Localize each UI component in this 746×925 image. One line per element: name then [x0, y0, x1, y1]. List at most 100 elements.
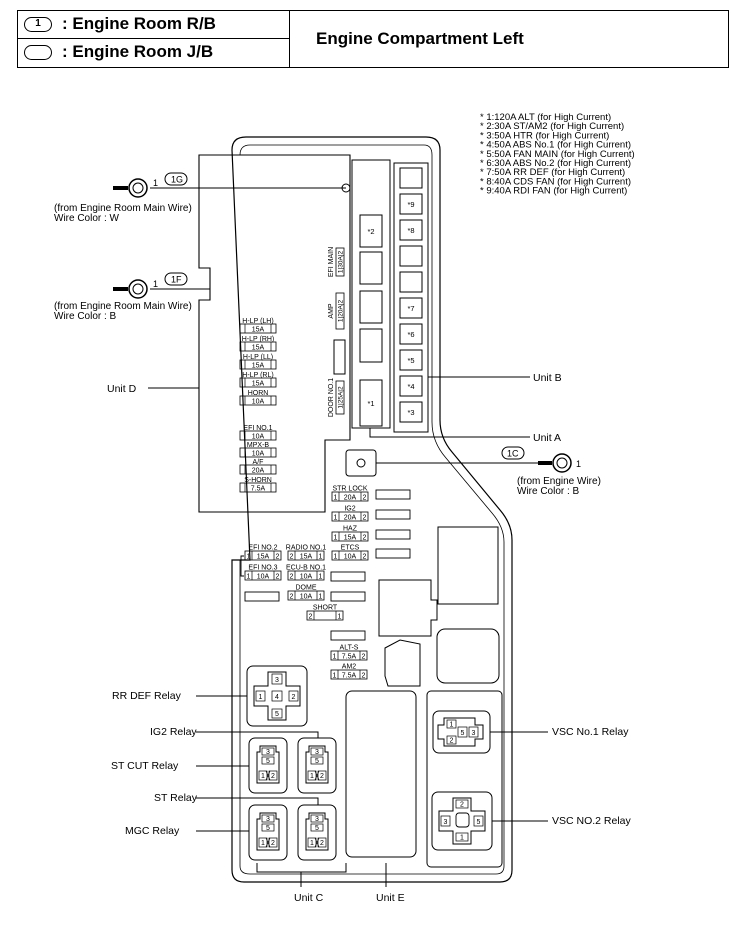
relay-pin: 2	[450, 738, 454, 745]
note-line: * 9:40A RDI FAN (for High Current)	[480, 186, 627, 197]
legend-relay-block-label: : Engine Room R/B	[62, 14, 216, 33]
mini-fuse-pin: 2	[362, 673, 366, 680]
connector-1c[interactable]	[345, 446, 572, 477]
mini-fuse-amp: 15A	[257, 554, 270, 561]
relay-pin: 5	[477, 819, 481, 826]
connector-1c-from: (from Engine Wire)	[517, 476, 601, 487]
unit-d-label: Unit D	[107, 383, 137, 395]
unit-d-fuse-amp: 10A	[252, 399, 265, 406]
note-line: * 6:30A ABS No.2 (for High Current)	[480, 158, 631, 169]
mini-fuse-pin: 2	[363, 554, 367, 561]
mini-fuse-pin: 1	[338, 614, 342, 621]
mini-fuse-amp: 10A	[300, 594, 313, 601]
connector-1g-wire: Wire Color : W	[54, 213, 120, 224]
relay-pin: 1	[460, 835, 464, 842]
vsc-no2-relay[interactable]: 2 3 5 1	[431, 791, 493, 851]
relay-pin: 4	[275, 694, 279, 701]
unit-e-label: Unit E	[376, 892, 405, 904]
relay-pin: 3	[315, 816, 319, 823]
fusible-link-label: *4	[407, 382, 414, 391]
relay-pin: 3	[472, 730, 476, 737]
note-line: * 7:50A RR DEF (for High Current)	[480, 167, 625, 178]
fusible-link-label: *8	[407, 226, 414, 235]
relay-socket-small	[384, 639, 421, 687]
relay-label-st: ST Relay	[154, 792, 198, 804]
mini-fuse-name: ALT-S	[340, 645, 359, 652]
unit-d-fuses: H-LP (LH)15A H-LP (RH)15A H-LP (LL)15A H-LP…	[239, 318, 277, 493]
mini-fuse-amp: 20A	[344, 515, 357, 522]
unit-b-label: Unit B	[533, 372, 562, 384]
note-line: * 1:120A ALT (for High Current)	[480, 112, 611, 123]
unit-d-fuse[interactable]: H-LP (LL)15A	[239, 354, 277, 370]
unit-a-small-slot	[333, 339, 346, 375]
connector-1g[interactable]	[113, 172, 351, 198]
unit-d-fuse[interactable]: H-LP (RL)15A	[239, 372, 277, 388]
unit-d-fuse-name: S-HORN	[244, 477, 272, 484]
relay-socket-square	[436, 628, 500, 684]
relay-label-rr-def: RR DEF Relay	[112, 690, 182, 702]
unit-d-fuse[interactable]: H-LP (LH)15A	[239, 318, 277, 334]
relay-pin: 5	[275, 711, 279, 718]
unit-d-fuse[interactable]: S-HORN 7.5A	[239, 477, 277, 493]
unit-a-label: Unit A	[533, 432, 561, 444]
relay-pin: 3	[266, 749, 270, 756]
relay-pin: 2	[320, 840, 324, 847]
fusible-link-slot	[359, 214, 383, 248]
mini-fuse-amp: 15A	[344, 535, 357, 542]
mini-fuse-name: DOME	[296, 585, 317, 592]
mini-fuse-name: AM2	[342, 664, 357, 671]
fusible-link-slot	[359, 251, 383, 285]
mini-fuse-pin: 1	[319, 594, 323, 601]
fusible-link-slot	[399, 375, 423, 397]
note-line: * 3:50A HTR (for High Current)	[480, 130, 609, 141]
unit-d-fuse[interactable]: H-LP (RH)15A	[239, 336, 277, 352]
mini-fuse-pin: 2	[362, 654, 366, 661]
unit-d-fuse-amp: 20A	[252, 468, 265, 475]
vertical-fuse-rating: 1|30A|2	[338, 251, 345, 274]
note-line: * 5:50A FAN MAIN (for High Current)	[480, 149, 635, 160]
page-title: Engine Compartment Left	[316, 29, 524, 48]
fusible-link-label: *6	[407, 330, 414, 339]
unit-d-fuse-amp: 7.5A	[251, 486, 266, 493]
mini-fuse-pin: 2	[276, 554, 280, 561]
connector-1g-from: (from Engine Room Main Wire)	[54, 203, 192, 214]
mini-fuse-pin: 2	[309, 614, 313, 621]
unit-d-fuse-amp: 15A	[252, 345, 265, 352]
relay-pin: 3	[444, 819, 448, 826]
fusible-links-left: *2*1	[359, 214, 383, 427]
relay-pin: 5	[315, 758, 319, 765]
vertical-fuse-name: DOOR NO.1	[328, 378, 335, 417]
relay-pin: 5	[266, 825, 270, 832]
mini-fuse-name: IG2	[344, 506, 355, 513]
connector-1f-wire: Wire Color : B	[54, 311, 117, 322]
legend-row-junction-block: : Engine Room J/B	[18, 39, 290, 67]
unit-d-outline	[198, 154, 351, 513]
relay-pin: 2	[460, 802, 464, 809]
connector-1f[interactable]	[113, 272, 210, 299]
